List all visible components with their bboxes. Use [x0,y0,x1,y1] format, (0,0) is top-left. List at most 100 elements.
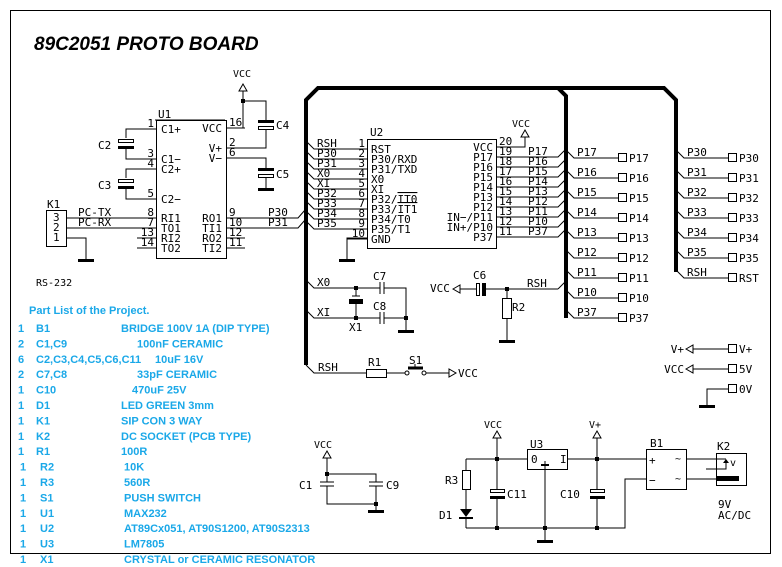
reset-circuit: VCC C6 RSH R2 RSH R1 S1 VCC [305,269,567,380]
power-pad-label: 5V [739,363,753,376]
part-value: 470uF 25V [132,385,187,397]
x1-label: X1 [349,321,362,334]
port-pad-label: P13 [629,232,649,245]
crystal-x1 [349,299,363,304]
pad-icon[interactable] [728,233,737,242]
u1-p31-net: P31 [268,216,288,229]
vcc-arrow-icon [451,284,461,294]
b1-bridge [646,449,687,490]
u2-pin-number: 7 [358,197,365,210]
c4-label: C4 [276,119,290,132]
s1-vcc-label: VCC [458,367,478,380]
u2-pin-number: 16 [499,175,512,188]
pad-icon[interactable] [728,193,737,202]
pad-icon[interactable] [618,233,627,242]
regulator-circuit: VCC V+ U3 0 I R3 D1 C11 [439,420,751,543]
port-net-label: P32 [687,186,707,199]
pad-icon[interactable] [728,213,737,222]
u2-net-line [305,190,367,200]
part-qty: 1 [20,508,26,520]
pad-icon[interactable] [728,364,737,373]
port-pad-label: P30 [739,152,759,165]
power-arrow-icon [684,344,694,354]
page-title: 89C2051 PROTO BOARD [34,34,259,55]
port-line [675,209,728,219]
u1-pin-name: C2+ [161,163,181,176]
port-net-label: P10 [577,286,597,299]
vcc-arrow-icon [322,449,332,459]
k1-label: K1 [47,198,60,211]
u2-pin-name: P33/IT1 [371,203,417,216]
u2-net-label: RSH [317,137,337,150]
part-ref: R1 [36,446,50,458]
u3-in-pin: I [560,453,567,466]
u1-pin-name: C2− [161,193,181,206]
pad-icon[interactable] [618,213,627,222]
pad-icon[interactable] [728,173,737,182]
u2-vcc-label: VCC [512,119,530,130]
u2-pin-number: 10 [352,227,365,240]
u2-net-label: X0 [317,167,330,180]
u2-pin-number: 13 [499,205,512,218]
pad-icon[interactable] [728,273,737,282]
u1-pin-name: TI2 [202,242,222,255]
port-line [565,229,618,239]
port-pad-label: P34 [739,232,759,245]
u2-net-label: P35 [317,217,337,230]
pad-icon[interactable] [728,253,737,262]
u2-pin-name: P16 [473,161,493,174]
pad-icon[interactable] [618,313,627,322]
u2-pin-number: 20 [499,135,512,148]
u2-pin-name: IN+/P10 [447,221,493,234]
u1-pin-number: 5 [147,187,154,200]
port-line [565,149,618,159]
u2-net-label: P15 [528,165,548,178]
ground-icon [78,259,94,262]
u2-net-label: P16 [528,155,548,168]
u2-body [367,139,497,249]
c9-label: C9 [386,479,399,492]
pad-icon[interactable] [618,173,627,182]
reset-rsh-net: RSH [527,277,547,290]
part-value: 560R [124,477,150,489]
power-net-label: V+ [671,343,685,356]
port-net-label: P13 [577,226,597,239]
s1-label: S1 [409,354,422,367]
port-net-label: P34 [687,226,707,239]
u2-pin-name: P37 [473,231,493,244]
c5-label: C5 [276,168,289,181]
k1-pin-3: 3 [53,211,60,224]
crystal-circuit: X0 XI X1 C7 C8 [305,270,414,334]
pad-icon[interactable] [728,153,737,162]
r2-resistor [502,298,512,319]
pad-icon[interactable] [728,344,737,353]
svg-text:v: v [730,458,736,469]
u2-net-line [497,178,567,188]
u2-pin-number: 18 [499,155,512,168]
k2-note-type: AC/DC [718,509,751,522]
u2-pin-name: GND [371,233,391,246]
pad-icon[interactable] [618,293,627,302]
r3-label: R3 [445,474,458,487]
pad-icon[interactable] [728,384,737,393]
u1-vcc-label: VCC [233,69,251,80]
port-pad-label: P12 [629,252,649,265]
u1-pin-number: 14 [141,236,155,249]
u2-net-label: P30 [317,147,337,160]
power-pad-label: 0V [739,383,753,396]
pad-icon[interactable] [618,153,627,162]
u1-pin-name: C1+ [161,123,181,136]
pad-icon[interactable] [618,273,627,282]
pad-icon[interactable] [618,193,627,202]
pad-icon[interactable] [618,253,627,262]
k2-note-voltage: 9V [718,498,732,511]
u2-pin-name: P15 [473,171,493,184]
u1-body [156,120,227,259]
